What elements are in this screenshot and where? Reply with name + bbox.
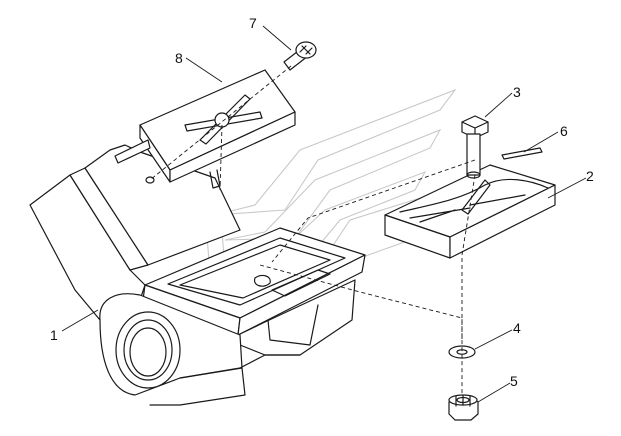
leader-lines (61, 25, 587, 403)
part-1-housing (29, 144, 366, 406)
callout-3: 3 (513, 84, 521, 100)
part-7-screw (283, 41, 317, 71)
callout-8: 8 (175, 50, 183, 66)
callout-1: 1 (50, 327, 58, 343)
assembly-lines (149, 65, 476, 395)
part-3-bolt (461, 115, 489, 179)
callout-2: 2 (586, 168, 594, 184)
callout-7: 7 (249, 15, 257, 31)
part-5-castle-nut (448, 394, 479, 421)
callout-5: 5 (510, 373, 518, 389)
callout-4: 4 (513, 320, 521, 336)
callouts: 7 8 3 6 2 1 4 5 (50, 15, 594, 389)
part-2-clamp-block (384, 164, 556, 259)
callout-6: 6 (560, 123, 568, 139)
part-6-pin (501, 147, 543, 160)
part-8-clamp-block (114, 69, 296, 189)
